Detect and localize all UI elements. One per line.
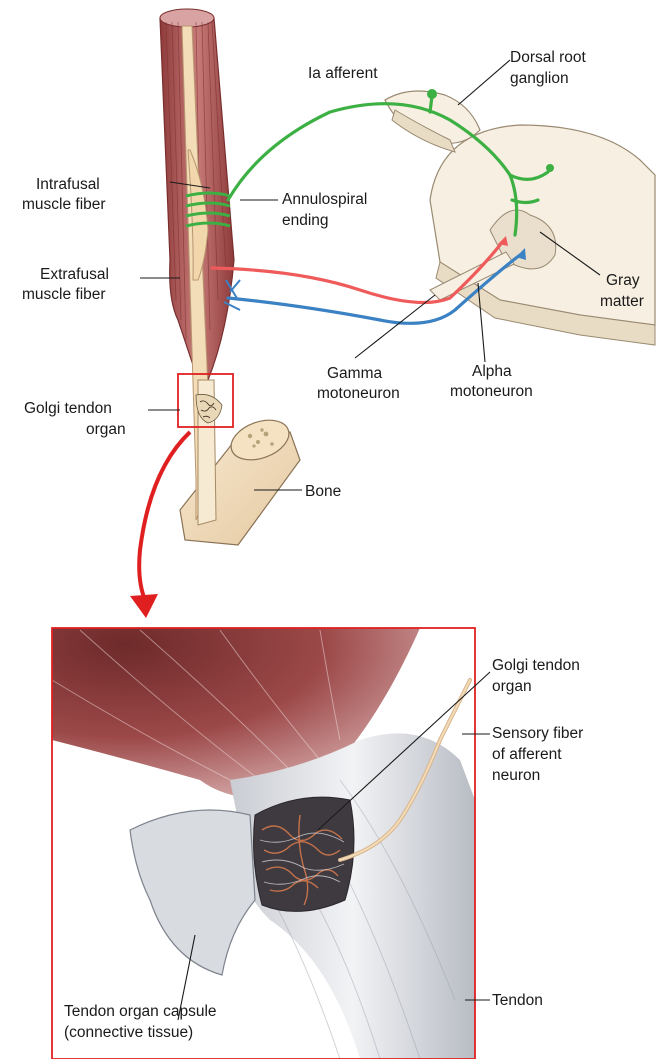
label-bone: Bone [305, 483, 341, 500]
label-intrafusal-muscle-fiber: Intrafusal muscle fiber [22, 176, 106, 213]
label-gamma-motoneuron: Gamma motoneuron [317, 365, 400, 402]
zoom-arrowhead [130, 594, 158, 618]
ganglion-cell-body [427, 89, 437, 99]
label-alpha-motoneuron: Alpha motoneuron [450, 363, 533, 400]
dorsal-horn-terminal [546, 164, 554, 172]
label-golgi-tendon-organ-detail: Golgi tendon organ [492, 657, 584, 695]
golgi-tendon-organ-detail [254, 797, 354, 911]
label-dorsal-root-ganglion: Dorsal root ganglion [510, 49, 590, 87]
detail-panel [52, 628, 475, 1059]
label-golgi-tendon-organ-top: Golgi tendon organ [24, 400, 126, 438]
label-extrafusal-muscle-fiber: Extrafusal muscle fiber [22, 266, 113, 303]
label-tendon: Tendon [492, 992, 543, 1009]
label-sensory-fiber: Sensory fiber of afferent neuron [492, 725, 588, 784]
label-ia-afferent: Ia afferent [308, 65, 378, 82]
label-annulospiral-ending: Annulospiral ending [282, 191, 372, 229]
